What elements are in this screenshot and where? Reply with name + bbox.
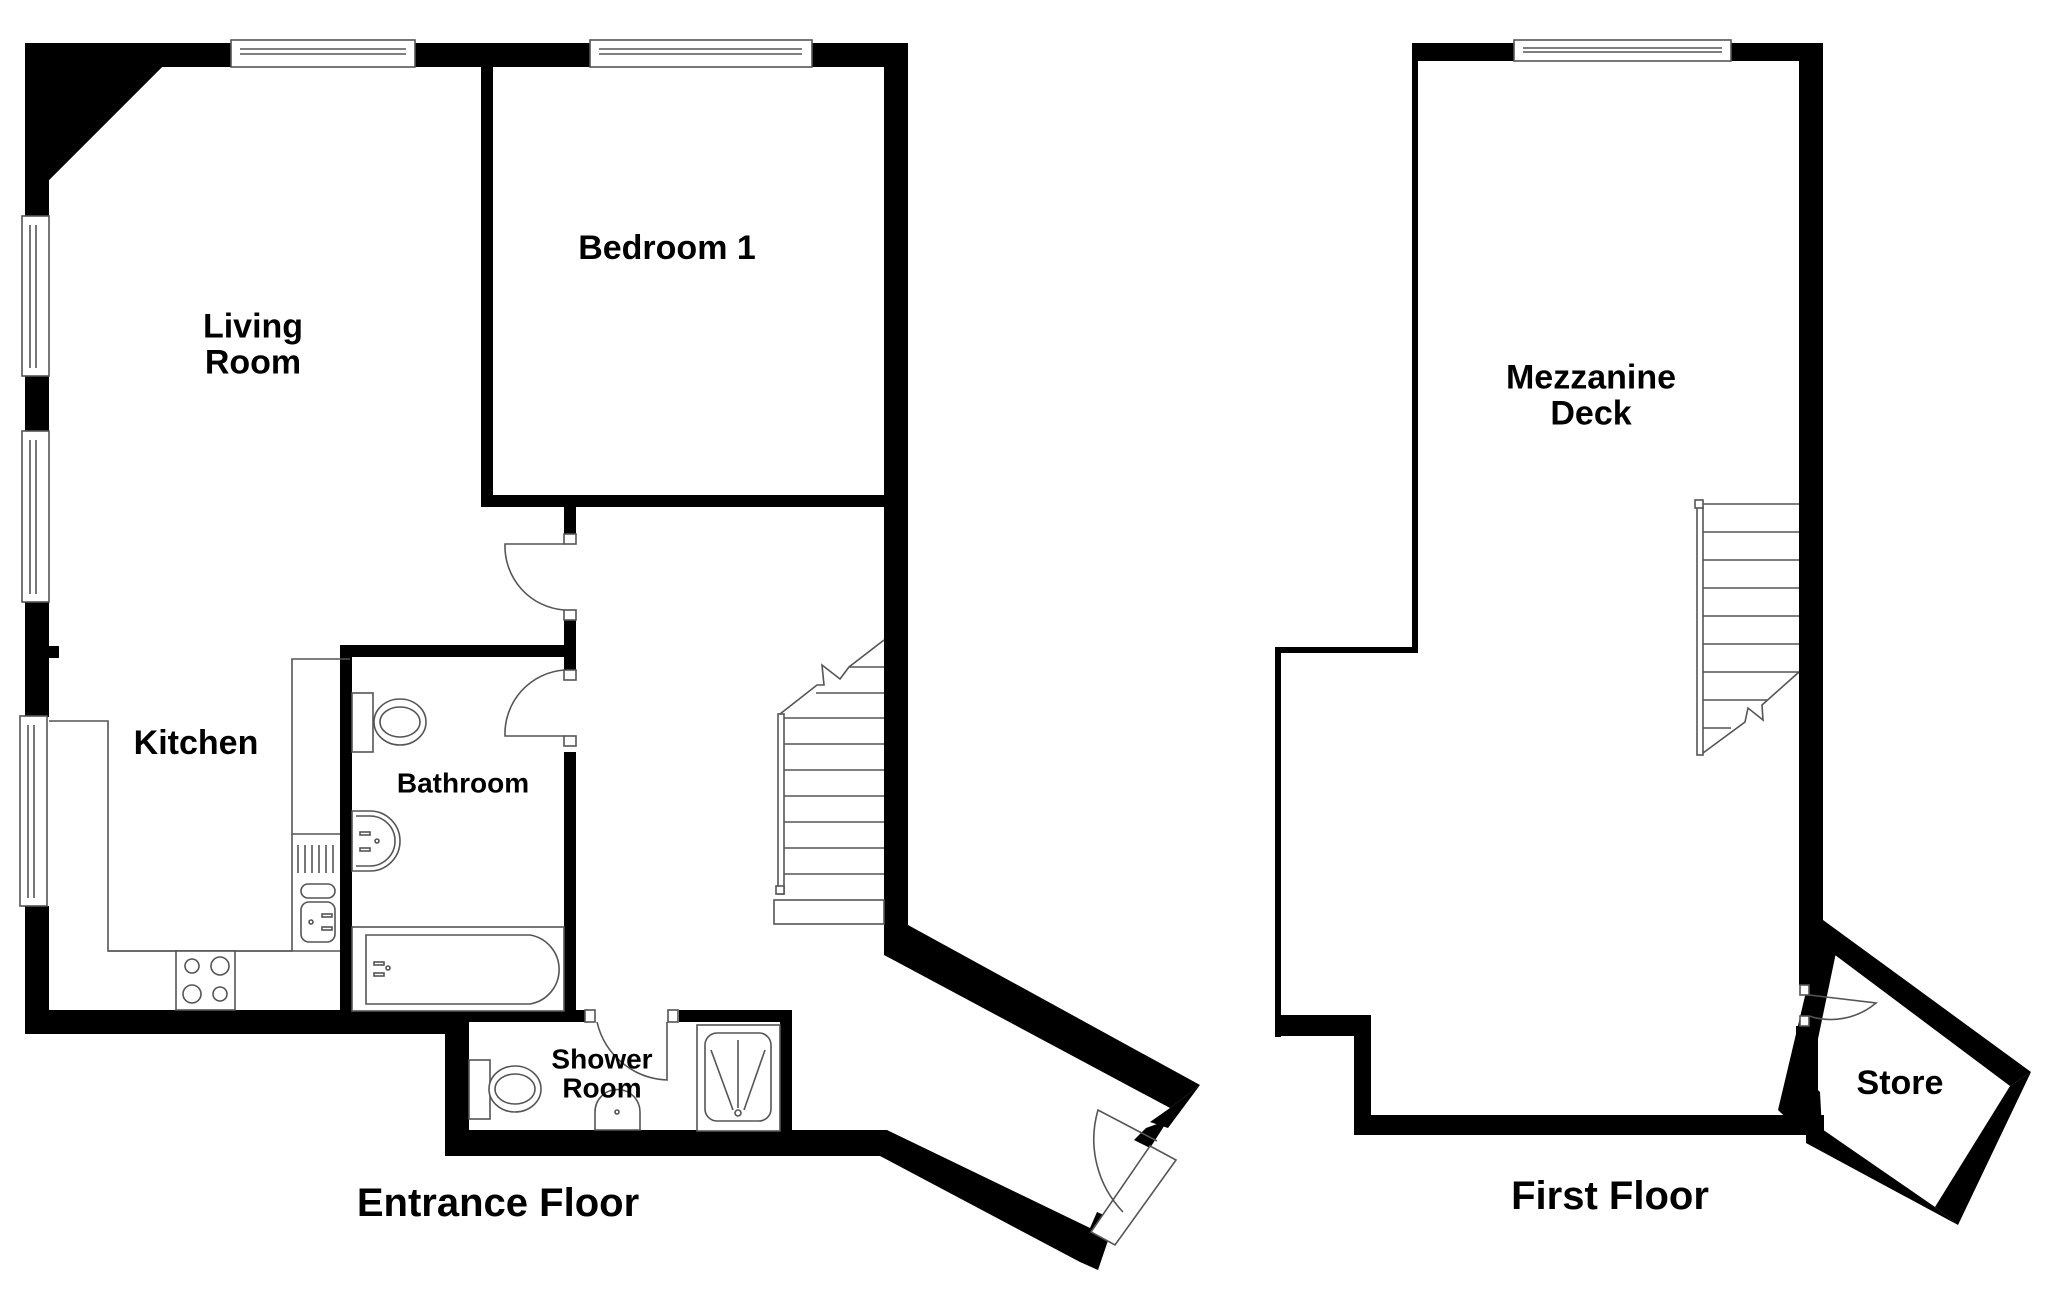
wall <box>884 925 1200 1108</box>
wall <box>1806 1118 1958 1225</box>
staircase-icon[interactable] <box>1694 499 1800 756</box>
wall <box>25 376 49 431</box>
wall <box>1134 1120 1168 1148</box>
wall <box>780 1010 792 1156</box>
window-icon <box>19 715 48 907</box>
entrance-door-icon[interactable] <box>1089 1108 1178 1247</box>
wall <box>25 180 49 216</box>
window-icon <box>21 430 50 603</box>
window-icon <box>230 39 416 68</box>
wall <box>25 1010 465 1034</box>
window-icon <box>1513 39 1732 62</box>
floor-title-entrance: Entrance Floor <box>356 1181 640 1225</box>
wall <box>445 1010 469 1156</box>
wall-stub <box>49 646 59 658</box>
store-door-icon[interactable] <box>1799 984 1878 1027</box>
room-label-store: Store <box>1856 1064 1944 1103</box>
wall <box>884 43 908 935</box>
washbasin-icon <box>351 810 401 872</box>
room-label-bedroom-1: Bedroom 1 <box>578 229 756 268</box>
toilet-icon <box>351 692 427 753</box>
wall <box>340 645 352 1033</box>
wall <box>1412 43 1418 653</box>
wall <box>481 67 493 507</box>
room-label-bathroom: Bathroom <box>396 767 530 799</box>
entrance-floor-plan <box>19 39 1200 1270</box>
staircase-icon[interactable] <box>773 639 885 925</box>
wall <box>1354 1015 1371 1135</box>
washbasin-icon <box>594 1088 641 1131</box>
wall <box>1354 1115 1824 1135</box>
hob-icon <box>175 950 236 1011</box>
drainer-icon <box>297 845 334 873</box>
door-swing-icon[interactable] <box>504 669 577 747</box>
wall <box>1799 43 1823 983</box>
room-label-kitchen: Kitchen <box>133 724 259 763</box>
wall <box>1275 647 1418 653</box>
wall <box>564 752 576 1010</box>
window-icon <box>21 215 50 377</box>
wall <box>1275 647 1281 1037</box>
wall <box>1796 1026 1818 1126</box>
door-swing-icon[interactable] <box>504 533 577 621</box>
wall <box>25 602 49 717</box>
wall <box>25 43 162 215</box>
wall <box>340 645 576 657</box>
wall <box>1823 920 2031 1086</box>
door-swing-icon[interactable] <box>584 1009 679 1081</box>
toilet-icon <box>468 1059 542 1120</box>
wall <box>679 1010 791 1022</box>
shower-tray-icon <box>696 1024 781 1132</box>
wall <box>445 1010 585 1022</box>
room-label-living-room: Living Room <box>202 307 304 381</box>
room-label-mezzanine-deck: Mezzanine Deck <box>1505 358 1677 432</box>
room-label-shower-room: Shower Room <box>551 1043 653 1104</box>
wall <box>1412 43 1514 61</box>
window-icon <box>589 39 813 68</box>
first-floor-plan <box>1275 39 2031 1225</box>
wall <box>1150 1085 1200 1128</box>
bathtub-icon <box>351 926 565 1012</box>
wall <box>414 43 592 67</box>
wall <box>1935 1072 2031 1225</box>
wall <box>481 495 886 507</box>
sink-icon <box>300 883 336 943</box>
wall <box>445 1130 1115 1270</box>
wall <box>1799 930 1821 985</box>
wall <box>1275 1015 1371 1036</box>
floor-title-first: First Floor <box>1511 1174 1709 1218</box>
